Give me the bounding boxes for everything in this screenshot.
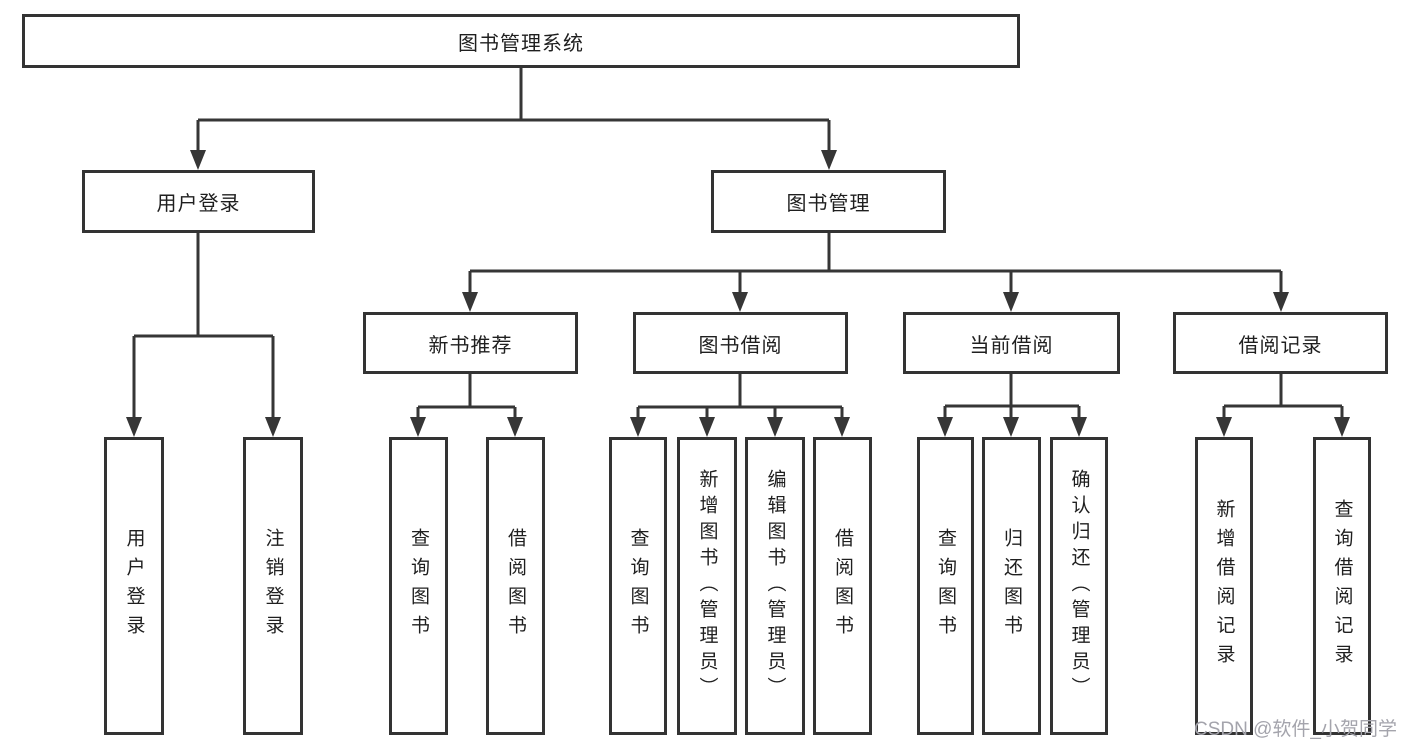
leaf-label: 借阅图书 — [505, 528, 526, 644]
node-borrowing-records: 借阅记录 — [1173, 312, 1388, 374]
csdn-watermark: CSDN @软件_小贺同学 — [1194, 719, 1397, 740]
node-label: 用户登录 — [156, 193, 241, 215]
node-label: 当前借阅 — [969, 334, 1054, 357]
node-book-borrowing: 图书借阅 — [633, 312, 848, 374]
node-user-login: 用户登录 — [82, 170, 315, 233]
node-label: 图书借阅 — [698, 334, 783, 357]
leaf-return-books: 归还图书 — [982, 437, 1041, 735]
leaf-query-books-2: 查询图书 — [609, 437, 667, 735]
leaf-borrow-books-2: 借阅图书 — [813, 437, 872, 735]
node-label: 新书推荐 — [428, 334, 513, 357]
leaf-label: 查询图书 — [935, 528, 956, 644]
node-current-borrowing: 当前借阅 — [903, 312, 1120, 374]
leaf-label: 查询图书 — [408, 528, 429, 644]
leaf-query-books-3: 查询图书 — [917, 437, 974, 735]
leaf-label: 注销登录 — [262, 528, 284, 644]
leaf-label: 查询图书 — [627, 528, 649, 644]
leaf-label: 查询借阅记录 — [1331, 499, 1353, 673]
node-library-management-system: 图书管理系统 — [22, 14, 1020, 68]
node-book-management: 图书管理 — [711, 170, 946, 233]
node-label: 图书管理 — [786, 193, 871, 215]
leaf-add-borrow-record: 新增借阅记录 — [1195, 437, 1253, 735]
node-label: 借阅记录 — [1238, 334, 1323, 357]
leaf-label: 编辑图书（管理员） — [764, 469, 786, 703]
leaf-label: 新增借阅记录 — [1213, 499, 1235, 673]
leaf-logout: 注销登录 — [243, 437, 303, 735]
leaf-label: 用户登录 — [123, 528, 145, 644]
leaf-borrow-books-1: 借阅图书 — [486, 437, 545, 735]
leaf-add-books-admin: 新增图书（管理员） — [677, 437, 737, 735]
leaf-edit-books-admin: 编辑图书（管理员） — [745, 437, 805, 735]
leaf-user-login: 用户登录 — [104, 437, 164, 735]
leaf-label: 归还图书 — [1001, 528, 1022, 644]
leaf-label: 确认归还（管理员） — [1068, 469, 1090, 703]
leaf-query-books-1: 查询图书 — [389, 437, 448, 735]
node-new-book-recommendation: 新书推荐 — [363, 312, 578, 374]
node-label: 图书管理系统 — [458, 32, 584, 55]
leaf-confirm-return-admin: 确认归还（管理员） — [1050, 437, 1108, 735]
leaf-label: 借阅图书 — [832, 528, 853, 644]
leaf-query-borrow-record: 查询借阅记录 — [1313, 437, 1371, 735]
leaf-label: 新增图书（管理员） — [696, 469, 718, 703]
